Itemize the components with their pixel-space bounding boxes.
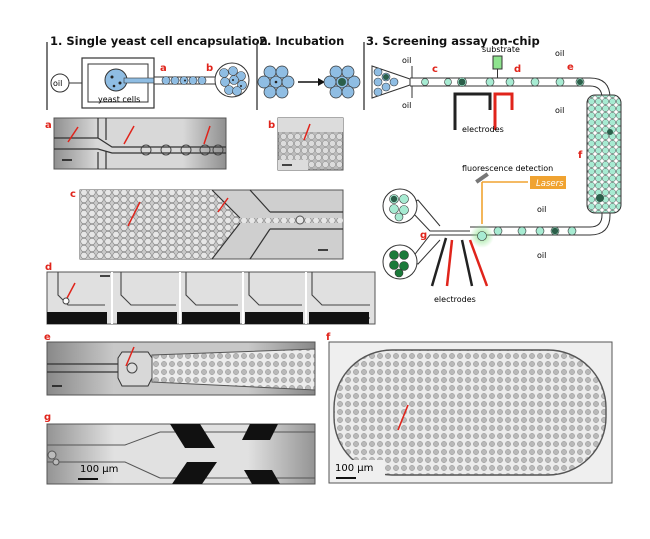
micrograph-d: d bbox=[45, 262, 376, 325]
oil-label-5: oil bbox=[555, 106, 564, 115]
panel-label-b: b bbox=[268, 120, 275, 131]
substrate-label: substrate bbox=[482, 45, 520, 54]
lasers-label: Lasers bbox=[536, 179, 564, 189]
oil-label-7: oil bbox=[537, 251, 546, 260]
oil-label-4: oil bbox=[555, 49, 564, 58]
heading-rules bbox=[46, 42, 365, 110]
panel-label-g: g bbox=[44, 412, 51, 423]
schem-tag-e: e bbox=[567, 62, 574, 73]
micrograph-b: b bbox=[268, 117, 344, 171]
section-title-encapsulation: 1. Single yeast cell encapsulation bbox=[50, 34, 268, 48]
micrograph-e: e bbox=[44, 332, 316, 396]
yeast-cells-label: yeast cells bbox=[98, 95, 140, 104]
schem-tag-a: a bbox=[160, 63, 167, 74]
panel-label-d: d bbox=[45, 262, 52, 273]
micrograph-g: 100 µm g bbox=[44, 412, 316, 485]
panel-label-f: f bbox=[326, 332, 331, 343]
panel-label-e: e bbox=[44, 332, 51, 343]
incubation-schematic bbox=[257, 65, 361, 99]
panel-label-c: c bbox=[70, 189, 76, 200]
encapsulation-schematic: oil yeast cells a b bbox=[50, 57, 250, 109]
schem-tag-d: d bbox=[514, 64, 521, 75]
cell-reservoir bbox=[104, 68, 128, 92]
oil-label-6: oil bbox=[537, 205, 546, 214]
schem-tag-b: b bbox=[206, 63, 213, 74]
panel-label-a: a bbox=[45, 120, 52, 131]
electrodes-label-bottom: electrodes bbox=[434, 295, 476, 304]
fluorescence-detection-label: fluorescence detection bbox=[462, 164, 553, 173]
section-title-screening: 3. Screening assay on-chip bbox=[366, 34, 540, 48]
oil-label-1: oil bbox=[53, 79, 62, 88]
micrograph-c: c bbox=[70, 189, 344, 260]
micrograph-f: 100 µm f bbox=[326, 332, 613, 484]
oil-label-3: oil bbox=[402, 101, 411, 110]
scale-bar-g: 100 µm bbox=[80, 464, 118, 475]
electrodes-label-top: electrodes bbox=[462, 125, 504, 134]
schem-tag-f: f bbox=[578, 150, 583, 161]
micrograph-a: a bbox=[45, 117, 227, 170]
screening-schematic: oil oil c substrate d electrodes oil oil… bbox=[371, 45, 622, 304]
schem-tag-g: g bbox=[420, 230, 427, 241]
section-title-incubation: 2. Incubation bbox=[259, 34, 345, 48]
scale-bar-f: 100 µm bbox=[335, 463, 373, 474]
oil-label-2: oil bbox=[402, 56, 411, 65]
schem-tag-c: c bbox=[432, 64, 438, 75]
